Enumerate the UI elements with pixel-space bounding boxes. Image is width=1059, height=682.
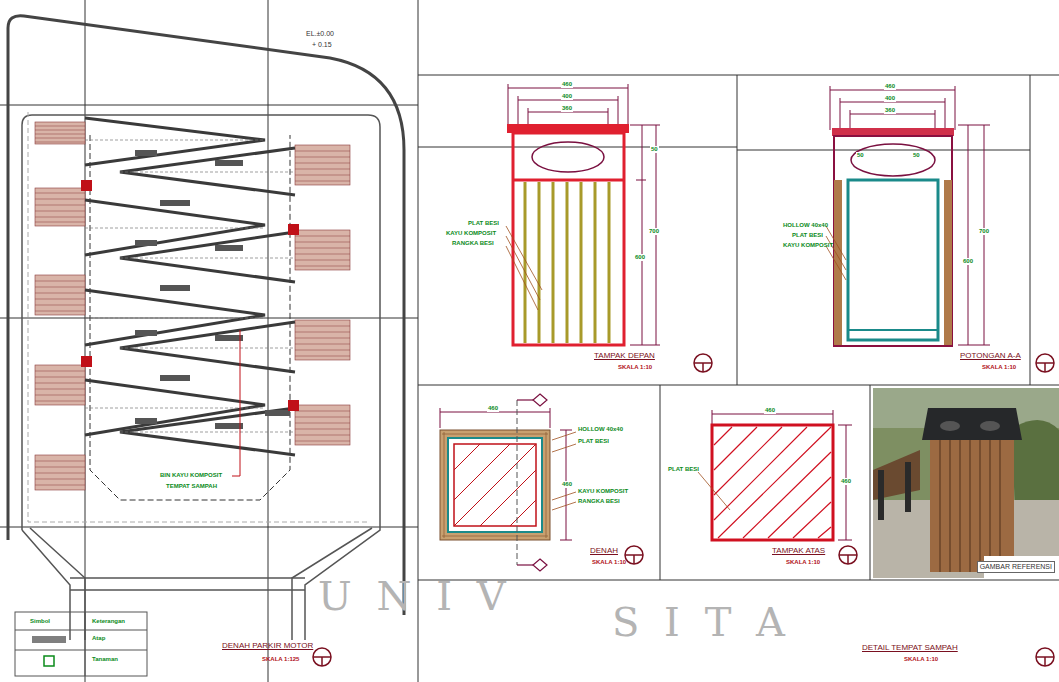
dimension-value: 460 xyxy=(764,407,776,414)
callout-label: PLAT BESI xyxy=(578,438,609,445)
view-title: DENAH PARKIR MOTOR xyxy=(222,642,313,651)
legend-header: Simbol xyxy=(30,618,50,625)
scale-note: SKALA 1:10 xyxy=(904,656,938,663)
callout-label: KAYU KOMPOSIT xyxy=(446,230,496,237)
view-title: TAMPAK ATAS xyxy=(772,547,825,556)
dimension-value: 460 xyxy=(487,405,499,412)
callout-label: KAYU KOMPOSIT xyxy=(783,242,833,249)
callout-label: RANGKA BESI xyxy=(578,498,620,505)
dimension-value: 50 xyxy=(912,152,921,159)
dimension-value: 360 xyxy=(884,107,896,114)
dimension-value: 460 xyxy=(840,478,852,485)
scale-note: SKALA 1:10 xyxy=(982,364,1016,371)
view-title: TAMPAK DEPAN xyxy=(594,352,655,361)
callout-label: HOLLOW 40x40 xyxy=(578,426,623,433)
dimension-value: 460 xyxy=(884,83,896,90)
view-title: DENAH xyxy=(590,547,618,556)
legend-header: Keterangan xyxy=(92,618,125,625)
view-title: DETAIL TEMPAT SAMPAH xyxy=(862,644,958,653)
callout-label: HOLLOW 40x40 xyxy=(783,222,828,229)
dimension-value: 700 xyxy=(648,228,660,235)
dimension-value: 360 xyxy=(561,105,573,112)
scale-note: SKALA 1:125 xyxy=(262,656,299,663)
scale-note: SKALA 1:10 xyxy=(786,559,820,566)
callout-label: KAYU KOMPOSIT xyxy=(578,488,628,495)
callout-label: BIN KAYU KOMPOSIT xyxy=(160,472,222,479)
legend-swatch xyxy=(32,636,66,643)
dimension-value: 400 xyxy=(884,95,896,102)
legend-text: Atap xyxy=(92,635,105,642)
view-title: POTONGAN A-A xyxy=(960,352,1021,361)
scale-note: SKALA 1:10 xyxy=(592,559,626,566)
watermark: U N I V xyxy=(318,574,512,618)
elevation-note: EL.±0.00 xyxy=(306,30,334,38)
dimension-value: 50 xyxy=(650,146,659,153)
callout-label: PLAT BESI xyxy=(468,220,499,227)
callout-label: PLAT BESI xyxy=(668,466,699,473)
scale-note: SKALA 1:10 xyxy=(618,364,652,371)
dimension-value: 460 xyxy=(561,481,573,488)
dimension-value: 460 xyxy=(561,81,573,88)
elevation-note: + 0.15 xyxy=(312,41,332,49)
dimension-value: 600 xyxy=(634,254,646,261)
watermark: S I T A xyxy=(612,600,791,644)
dimension-value: 600 xyxy=(962,258,974,265)
dimension-value: 50 xyxy=(856,152,865,159)
dimension-value: 700 xyxy=(978,228,990,235)
callout-label: TEMPAT SAMPAH xyxy=(166,483,217,490)
callout-label: PLAT BESI xyxy=(792,232,823,239)
callout-label: RANGKA BESI xyxy=(452,240,494,247)
legend-text: Tanaman xyxy=(92,656,118,663)
dimension-value: 400 xyxy=(561,93,573,100)
photo-caption: GAMBAR REFERENSI xyxy=(977,561,1055,573)
